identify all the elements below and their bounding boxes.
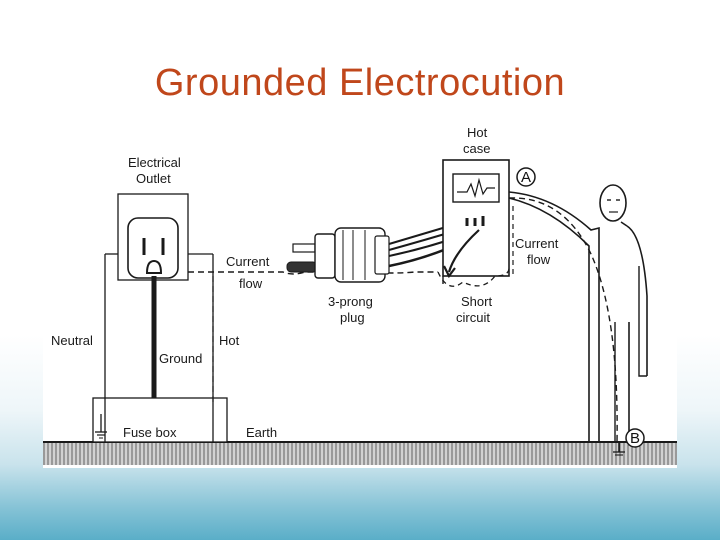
label-fuse-box: Fuse box [123, 425, 177, 440]
person-figure [508, 184, 648, 456]
label-current-left: Current [226, 254, 270, 269]
label-flow-right: flow [527, 252, 551, 267]
label-ground: Ground [159, 351, 202, 366]
label-flow-left: flow [239, 276, 263, 291]
label-current-right: Current [515, 236, 559, 251]
point-b-marker [625, 428, 645, 448]
label-hot-wire: Hot [219, 333, 240, 348]
label-outlet: Outlet [136, 171, 171, 186]
label-electrical: Electrical [128, 155, 181, 170]
label-3-prong: 3-prong [328, 294, 373, 309]
earth-ground-strip [43, 441, 677, 465]
label-short: Short [461, 294, 492, 309]
grounded-electrocution-diagram: Electrical Outlet Current flow Hot case … [43, 126, 677, 468]
appliance-hot-case [442, 159, 510, 284]
fuse-box [92, 397, 228, 443]
point-a-marker [516, 167, 536, 187]
slide-title: Grounded Electrocution [154, 62, 566, 104]
label-point-a: A [521, 169, 531, 186]
label-case: case [463, 141, 490, 156]
label-plug: plug [340, 310, 365, 325]
label-neutral: Neutral [51, 333, 93, 348]
three-prong-plug [286, 227, 390, 283]
ground-wire [101, 276, 157, 417]
label-hot: Hot [467, 126, 488, 140]
label-point-b: B [630, 430, 640, 447]
diagram-svg: Electrical Outlet Current flow Hot case … [43, 126, 677, 465]
label-earth: Earth [246, 425, 277, 440]
electrical-outlet [117, 193, 189, 281]
label-circuit: circuit [456, 310, 490, 325]
current-flow-path-right [508, 197, 618, 443]
